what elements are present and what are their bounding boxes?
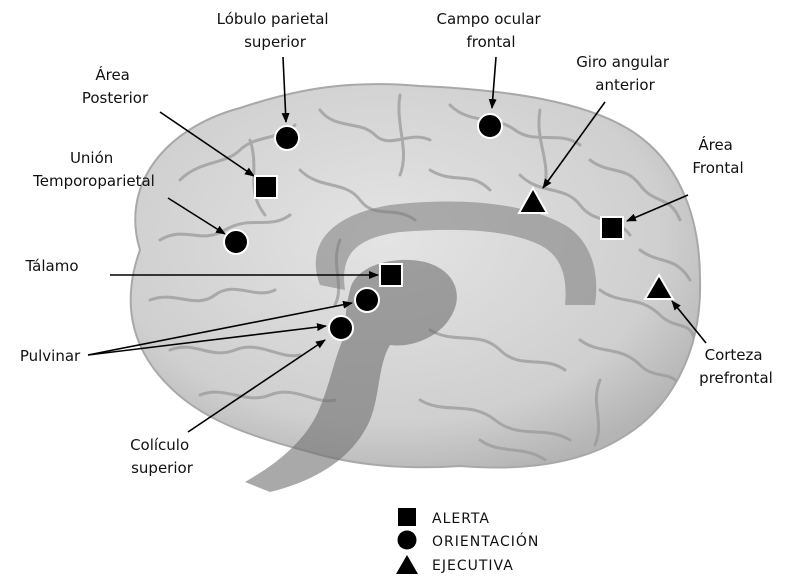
label-talamo: Tálamo xyxy=(24,257,78,275)
marker-area-frontal-square xyxy=(601,217,623,239)
marker-pulvinar-circle-2 xyxy=(329,316,353,340)
label-union: Unión Temporoparietal xyxy=(32,149,155,190)
label-pulvinar: Pulvinar xyxy=(20,347,81,365)
legend-circle-icon xyxy=(398,531,417,550)
marker-union-circle xyxy=(224,230,248,254)
label-area-frontal: Área Frontal xyxy=(692,135,743,177)
marker-pulvinar-circle-1 xyxy=(355,288,379,312)
marker-talamo-square xyxy=(380,264,402,286)
label-coliculo: Colículo superior xyxy=(130,436,194,477)
legend-ejecutiva: EJECUTIVA xyxy=(432,558,514,574)
legend-triangle-icon xyxy=(396,555,418,574)
label-corteza: Corteza prefrontal xyxy=(699,346,773,387)
marker-campo-circle xyxy=(478,114,502,138)
legend-orientacion: ORIENTACIÓN xyxy=(432,532,539,550)
marker-lobulo-circle xyxy=(275,126,299,150)
legend: ALERTA ORIENTACIÓN EJECUTIVA xyxy=(396,508,539,574)
label-campo: Campo ocular frontal xyxy=(437,10,546,51)
legend-alerta: ALERTA xyxy=(432,511,490,527)
marker-area-posterior-square xyxy=(255,176,277,198)
label-lobulo: Lóbulo parietal superior xyxy=(217,10,334,51)
legend-square-icon xyxy=(398,508,416,526)
label-giro: Giro angular anterior xyxy=(576,53,674,94)
label-area-posterior: Área Posterior xyxy=(82,65,149,107)
